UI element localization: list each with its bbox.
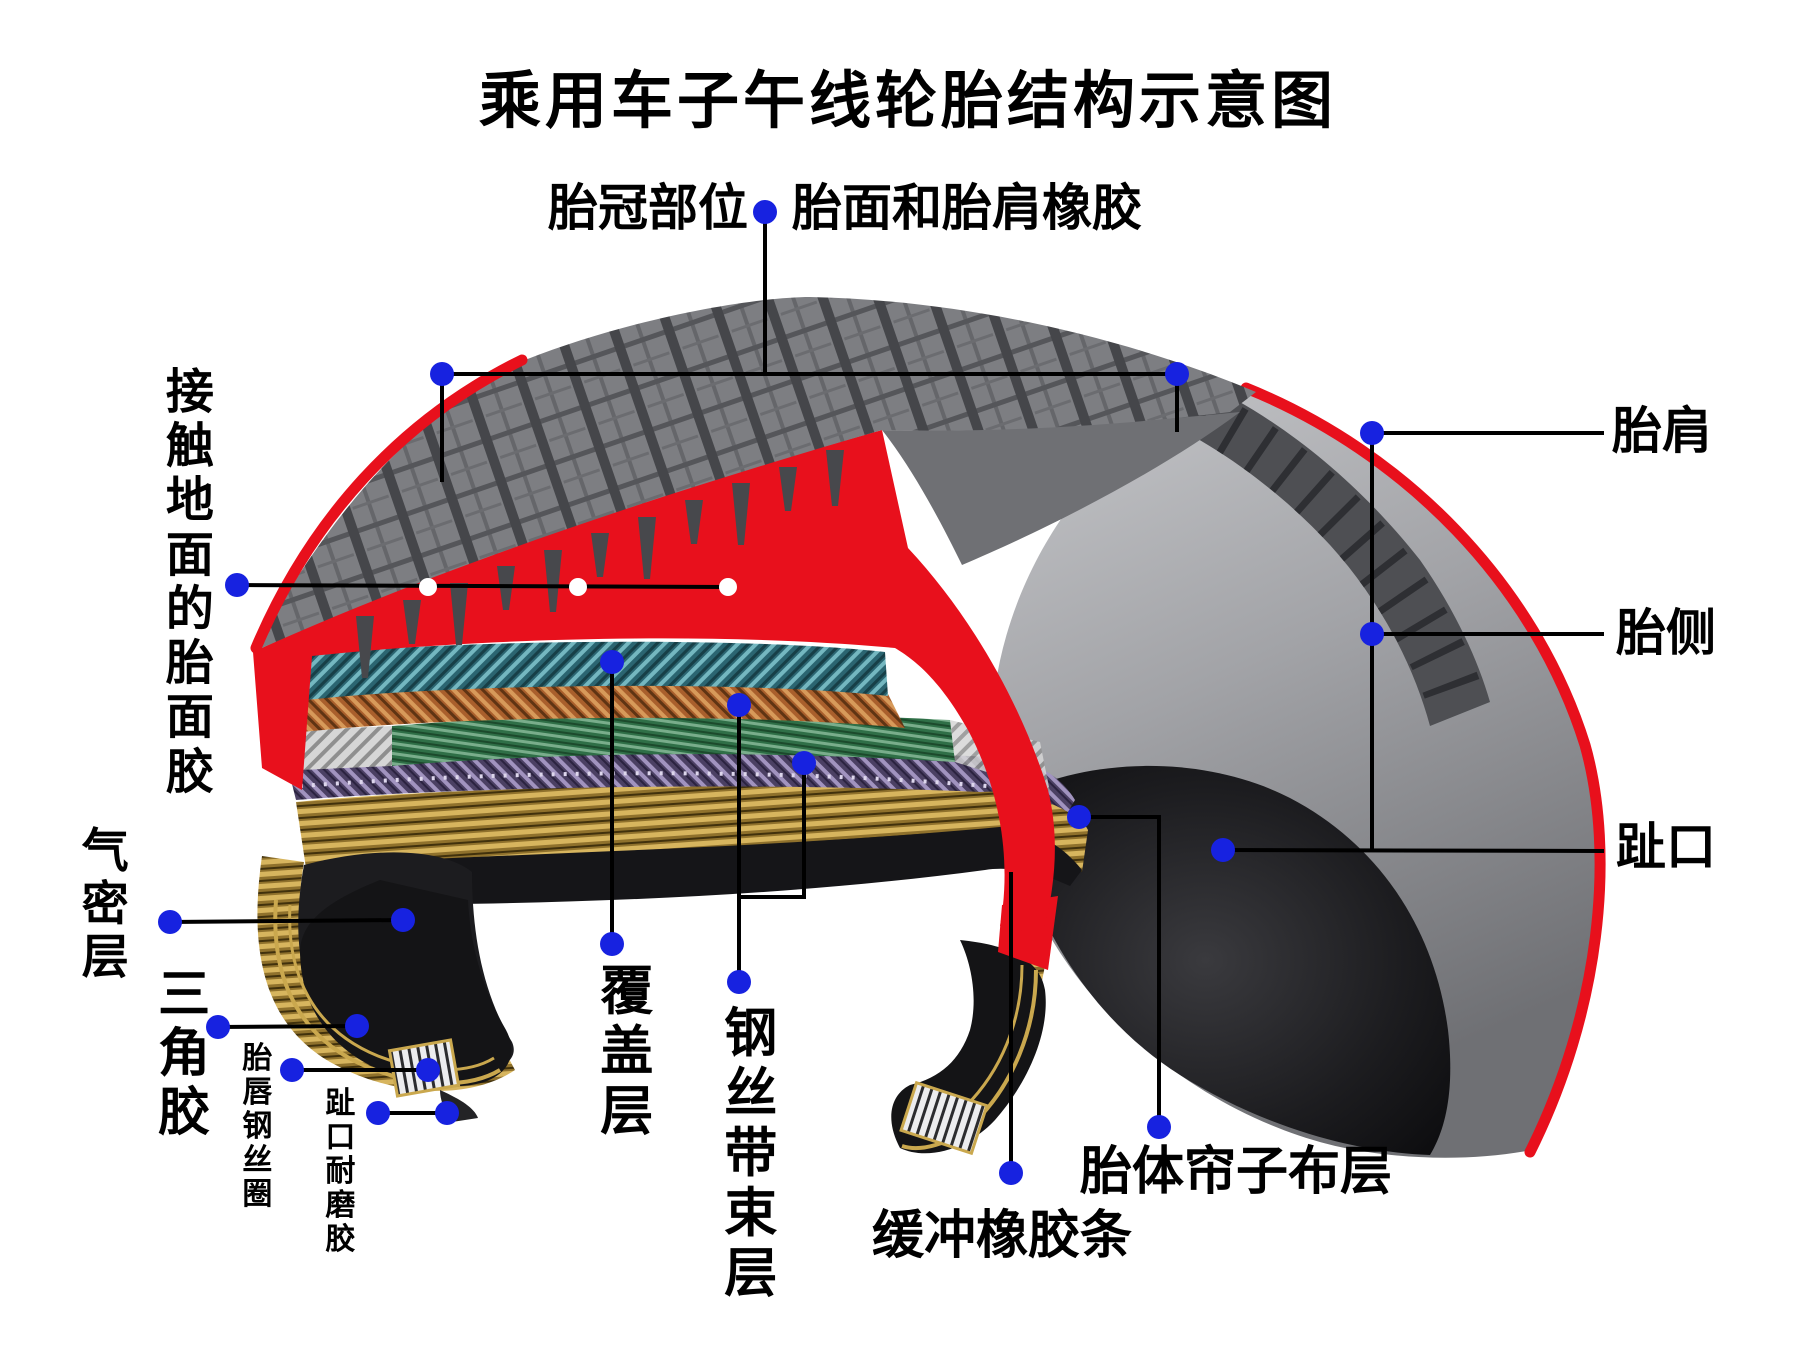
- right-bead: [891, 896, 1058, 1156]
- tread-left-red-edge: [250, 354, 528, 654]
- label-airtight-layer: 气密层: [81, 824, 129, 984]
- tread-surface: [250, 297, 1256, 654]
- label-steel-belt-layer: 钢丝带束层: [724, 1004, 778, 1303]
- label-sidewall: 胎侧: [1616, 605, 1716, 661]
- label-bead-wire-ring: 胎唇钢丝圈: [242, 1042, 273, 1211]
- label-carcass-cord-layer: 胎体帘子布层: [1080, 1143, 1393, 1201]
- label-shoulder: 胎肩: [1612, 403, 1712, 459]
- label-toe-wear-rubber: 趾口耐磨胶: [325, 1087, 356, 1256]
- shoulder-cut-wedge: [882, 412, 1240, 565]
- belt-band-purple: [288, 751, 1075, 812]
- tire-inner-hole: [1005, 765, 1451, 1155]
- belt-layers: [288, 641, 1075, 812]
- page-title: 乘用车子午线轮胎结构示意图: [478, 67, 1337, 136]
- carcass-left-arm: [257, 856, 515, 1091]
- belt-band-orange: [296, 683, 905, 732]
- label-crown-area: 胎冠部位: [548, 180, 748, 236]
- cap-ply-band-teal: [300, 641, 888, 700]
- tread-white-dots: [419, 578, 737, 596]
- tread-grooves: [356, 450, 844, 678]
- belt-edge-wedge-left: [300, 726, 392, 770]
- label-ground-contact-tread-rubber: 接触地面的胎面胶: [165, 366, 214, 799]
- tread-rubber-red: [253, 430, 1055, 935]
- label-tread-shoulder-rubber: 胎面和胎肩橡胶: [792, 180, 1142, 236]
- belt-band-green: [392, 713, 955, 766]
- sidewall-red-edge: [1240, 382, 1606, 1158]
- label-cap-ply: 覆盖层: [600, 962, 654, 1141]
- label-toe: 趾口: [1616, 819, 1716, 875]
- label-buffer-rubber-strip: 缓冲橡胶条: [872, 1207, 1133, 1265]
- marker-dots: [158, 200, 1384, 1185]
- label-apex-rubber: 三角胶: [158, 966, 211, 1142]
- bead-core-right: [899, 1080, 989, 1156]
